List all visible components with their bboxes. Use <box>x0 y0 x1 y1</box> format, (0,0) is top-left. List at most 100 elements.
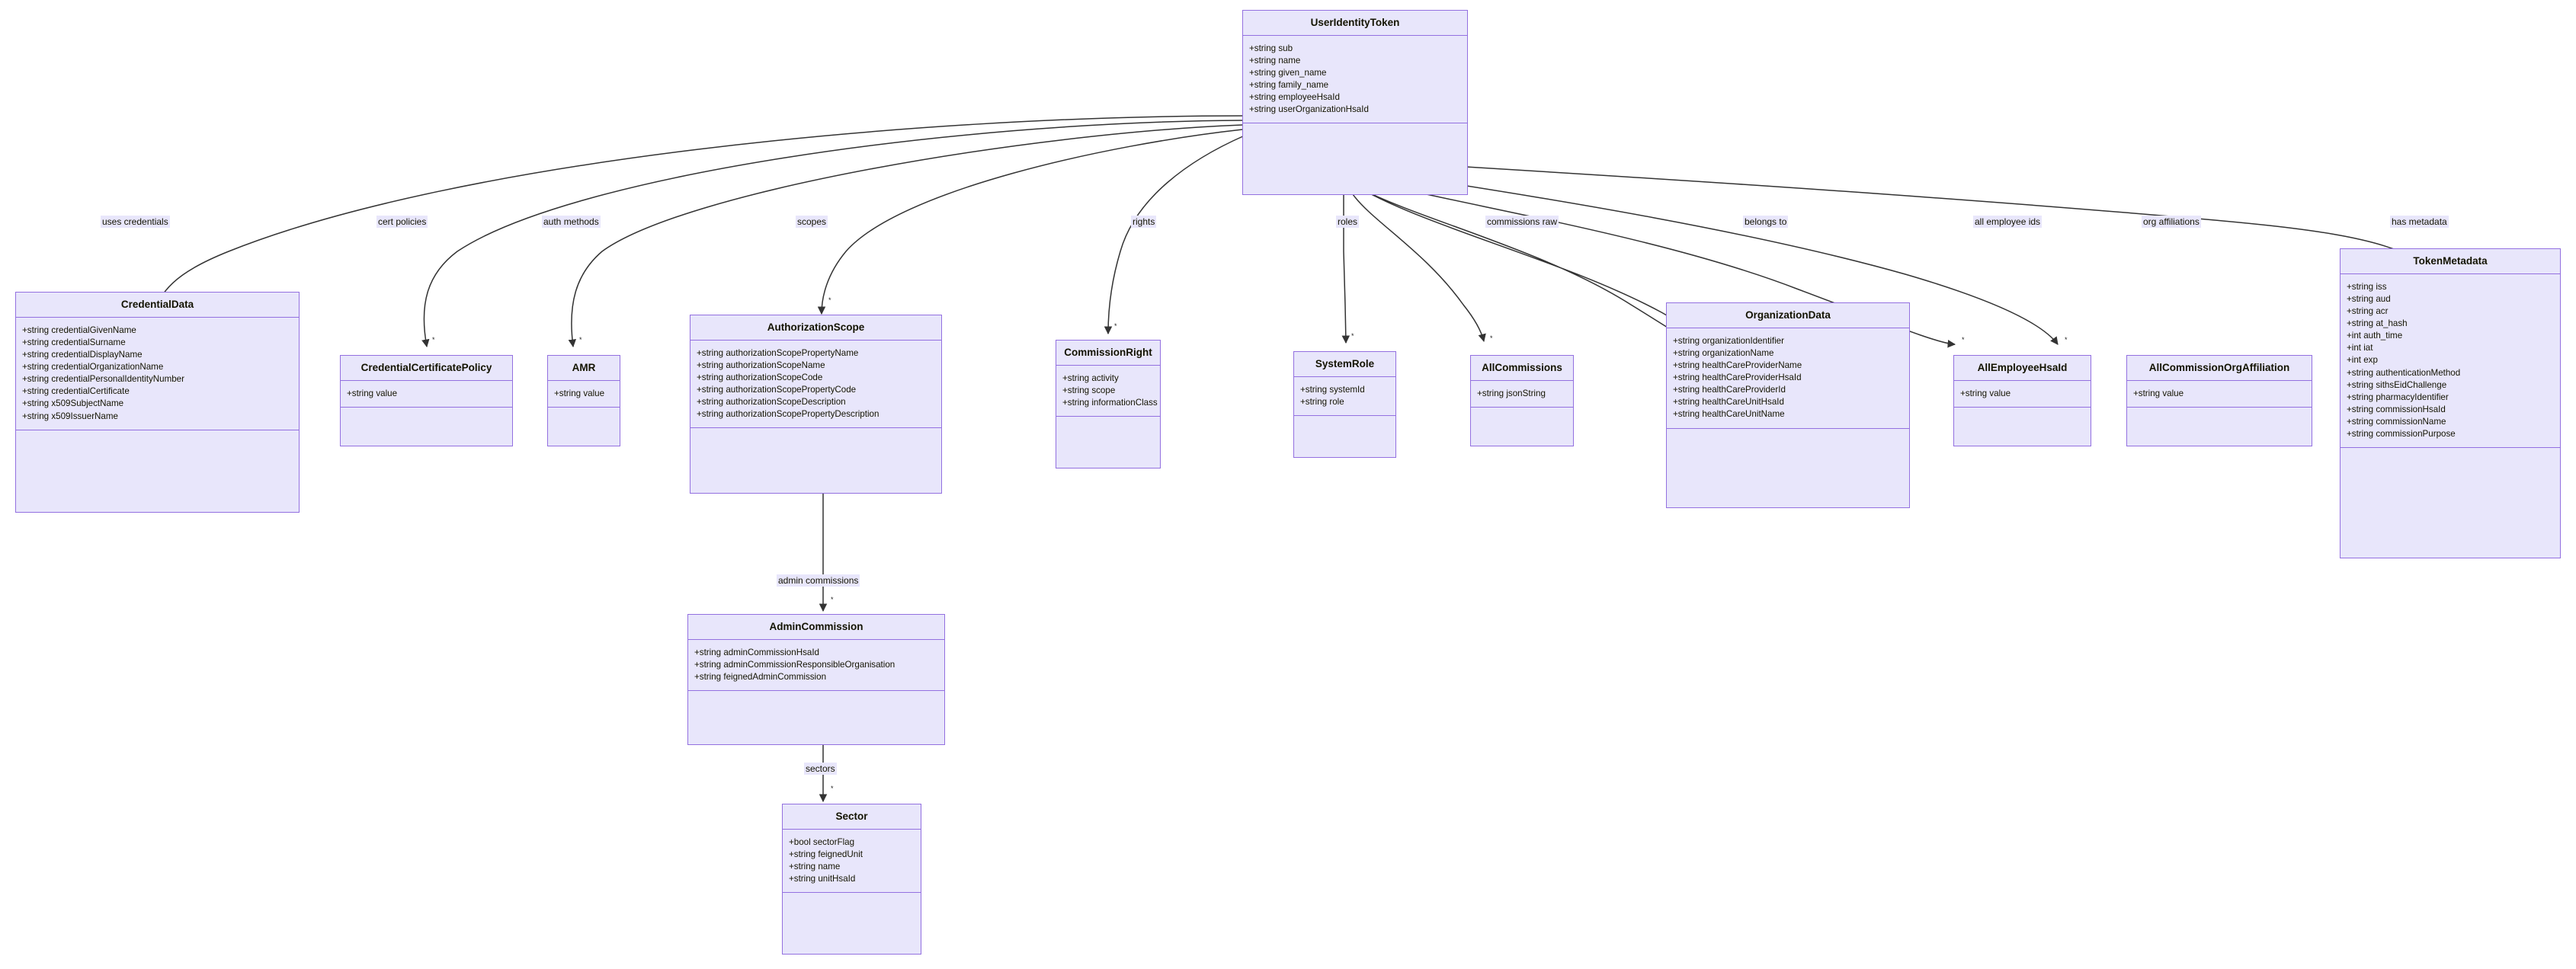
cardinality-sectors: * <box>831 785 834 792</box>
class-methods <box>341 408 512 420</box>
cardinality-auth-methods: * <box>579 336 582 344</box>
attribute: +string feignedAdminCommission <box>694 672 827 683</box>
attribute: +string authorizationScopeCode <box>697 373 823 383</box>
attribute: +string family_name <box>1249 80 1329 91</box>
class-attributes: +string activity +string scope +string i… <box>1056 366 1160 417</box>
class-title: AllCommissionOrgAffiliation <box>2127 356 2312 381</box>
class-box-allcommissions[interactable]: AllCommissions +string jsonString <box>1470 355 1574 446</box>
attribute: +string pharmacyIdentifier <box>2347 392 2449 402</box>
edge-label-has-metadata: has metadata <box>2390 216 2449 228</box>
attribute: +string informationClass <box>1062 398 1158 408</box>
class-title: AllEmployeeHsaId <box>1954 356 2091 381</box>
attribute: +string feignedUnit <box>789 849 863 859</box>
attribute: +string healthCareUnitHsaId <box>1673 397 1784 408</box>
attribute: +string credentialGivenName <box>22 325 136 335</box>
class-box-tokenmetadata[interactable]: TokenMetadata +string iss +string aud +s… <box>2340 248 2561 558</box>
attribute: +string sub <box>1249 43 1293 53</box>
attribute: +string authorizationScopeDescription <box>697 397 846 408</box>
cardinality-admin-commissions: * <box>831 596 834 603</box>
edge-cert-policies <box>421 120 1243 348</box>
class-box-commissionright[interactable]: CommissionRight +string activity +string… <box>1056 340 1161 469</box>
attribute: +string given_name <box>1249 68 1327 78</box>
class-title: SystemRole <box>1294 352 1395 377</box>
class-methods <box>16 430 299 443</box>
class-attributes: +string value <box>548 381 620 408</box>
edge-label-sectors: sectors <box>804 763 837 775</box>
class-attributes: +bool sectorFlag +string feignedUnit +st… <box>783 830 921 894</box>
class-title: AuthorizationScope <box>690 315 941 341</box>
class-box-amr[interactable]: AMR +string value <box>547 355 620 446</box>
class-attributes: +string iss +string aud +string acr +str… <box>2341 274 2560 449</box>
class-box-useridentitytoken[interactable]: UserIdentityToken +string sub +string na… <box>1242 10 1468 195</box>
class-attributes: +string credentialGivenName +string cred… <box>16 318 299 430</box>
attribute: +string x509IssuerName <box>22 411 118 421</box>
attribute: +string authorizationScopePropertyDescri… <box>697 409 879 420</box>
attribute: +string commissionHsaId <box>2347 404 2446 414</box>
class-box-organizationdata[interactable]: OrganizationData +string organizationIde… <box>1666 302 1910 508</box>
class-box-allemployeehsaid[interactable]: AllEmployeeHsaId +string value <box>1953 355 2091 446</box>
class-attributes: +string systemId +string role <box>1294 377 1395 417</box>
attribute: +string credentialCertificate <box>22 386 130 397</box>
class-box-admincommission[interactable]: AdminCommission +string adminCommissionH… <box>687 614 945 745</box>
class-attributes: +string organizationIdentifier +string o… <box>1667 328 1909 429</box>
class-title: UserIdentityToken <box>1243 11 1467 36</box>
class-box-credentialcertificatepolicy[interactable]: CredentialCertificatePolicy +string valu… <box>340 355 513 446</box>
class-box-sector[interactable]: Sector +bool sectorFlag +string feignedU… <box>782 804 921 955</box>
edge-label-auth-methods: auth methods <box>542 216 601 228</box>
attribute: +string authorizationScopeName <box>697 360 825 370</box>
attribute: +string authorizationScopePropertyCode <box>697 385 857 395</box>
class-methods <box>1056 417 1160 429</box>
class-box-systemrole[interactable]: SystemRole +string systemId +string role <box>1293 351 1396 458</box>
attribute: +string unitHsaId <box>789 874 856 884</box>
class-box-authorizationscope[interactable]: AuthorizationScope +string authorization… <box>690 315 942 494</box>
edge-label-roles: roles <box>1336 216 1360 228</box>
class-title: CommissionRight <box>1056 341 1160 366</box>
attribute: +string authenticationMethod <box>2347 367 2461 378</box>
attribute: +string role <box>1300 396 1344 407</box>
edge-label-org-affiliations: org affiliations <box>2142 216 2201 228</box>
class-title: AMR <box>548 356 620 381</box>
edge-rights <box>1104 135 1245 335</box>
attribute: +string credentialDisplayName <box>22 350 143 360</box>
cardinality-cert-policies: * <box>432 336 435 344</box>
class-box-credentialdata[interactable]: CredentialData +string credentialGivenNa… <box>15 292 300 513</box>
attribute: +string name <box>1249 55 1301 66</box>
attribute: +string credentialSurname <box>22 337 126 347</box>
class-attributes: +string adminCommissionHsaId +string adm… <box>688 640 944 692</box>
attribute: +string organizationIdentifier <box>1673 335 1784 346</box>
attribute: +bool sectorFlag <box>789 836 855 847</box>
class-methods <box>548 408 620 420</box>
attribute: +string healthCareUnitName <box>1673 409 1785 420</box>
cardinality-rights: * <box>1114 322 1117 330</box>
class-attributes: +string value <box>2127 381 2312 408</box>
class-title: CredentialData <box>16 293 299 318</box>
attribute: +string value <box>1960 388 2011 398</box>
attribute: +string credentialOrganizationName <box>22 362 164 373</box>
attribute: +string activity <box>1062 373 1119 383</box>
attribute: +string iss <box>2347 281 2387 292</box>
attribute: +int auth_time <box>2347 331 2403 341</box>
class-box-allcommissionorgaffiliation[interactable]: AllCommissionOrgAffiliation +string valu… <box>2126 355 2312 446</box>
attribute: +string commissionName <box>2347 416 2446 427</box>
attribute: +string employeeHsaId <box>1249 92 1340 103</box>
class-methods <box>690 428 941 440</box>
class-methods <box>688 691 944 703</box>
attribute: +int exp <box>2347 355 2378 366</box>
attribute: +string commissionPurpose <box>2347 428 2456 439</box>
attribute: +string aud <box>2347 293 2391 304</box>
attribute: +string healthCareProviderName <box>1673 360 1802 371</box>
attribute: +string scope <box>1062 385 1116 395</box>
edge-label-rights: rights <box>1131 216 1157 228</box>
cardinality-all-employee-ids: * <box>1962 336 1965 344</box>
attribute: +string healthCareProviderId <box>1673 385 1786 395</box>
class-title: AllCommissions <box>1471 356 1573 381</box>
cardinality-scopes: * <box>828 296 831 304</box>
attribute: +string value <box>347 388 398 398</box>
edge-label-scopes: scopes <box>796 216 828 228</box>
edge-label-commissions-raw: commissions raw <box>1485 216 1559 228</box>
attribute: +int iat <box>2347 343 2373 353</box>
cardinality-commissions-raw: * <box>1490 334 1493 342</box>
class-attributes: +string jsonString <box>1471 381 1573 408</box>
edge-uses-credentials <box>157 115 1243 304</box>
class-title: CredentialCertificatePolicy <box>341 356 512 381</box>
